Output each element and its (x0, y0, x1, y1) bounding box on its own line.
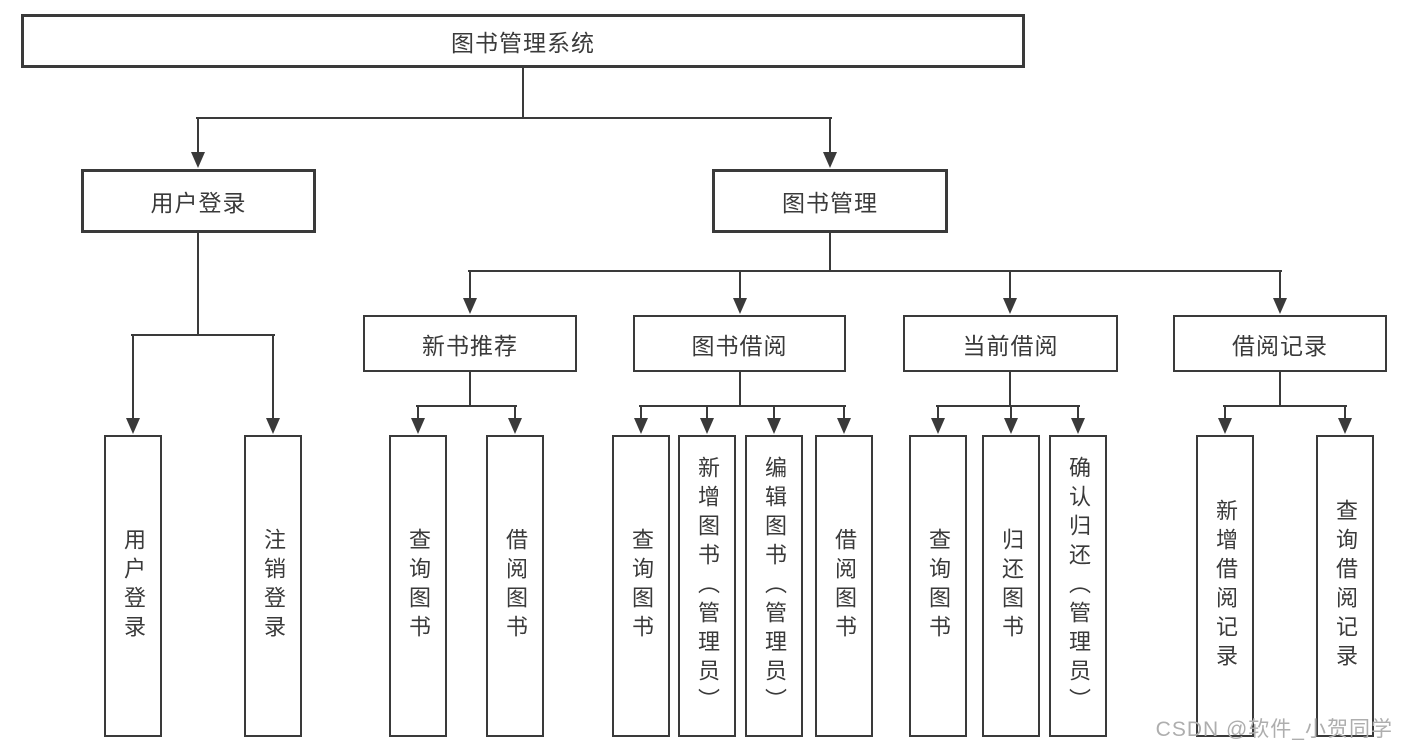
node-label: 图书管理 (782, 190, 878, 216)
leaf-query-books-borrow: 查询图书 (612, 435, 670, 737)
node-label: 用户登录 (150, 190, 247, 216)
node-label: 借阅记录 (1232, 332, 1328, 359)
leaf-label: 确认归还（管理员） (1066, 455, 1091, 717)
leaf-label: 查询图书 (406, 528, 431, 644)
leaf-borrow-books: 借阅图书 (815, 435, 873, 737)
node-label: 图书借阅 (691, 332, 788, 359)
leaf-confirm-return-admin: 确认归还（管理员） (1049, 435, 1107, 737)
leaf-borrow-books-recommend: 借阅图书 (486, 435, 544, 737)
leaf-label: 注销登录 (261, 528, 286, 644)
leaf-edit-book-admin: 编辑图书（管理员） (745, 435, 803, 737)
node-borrow-records: 借阅记录 (1173, 315, 1387, 372)
node-book-management: 图书管理 (712, 169, 948, 233)
leaf-add-borrow-record: 新增借阅记录 (1196, 435, 1254, 737)
leaf-user-login: 用户登录 (104, 435, 162, 737)
leaf-label: 借阅图书 (503, 528, 528, 644)
leaf-label: 编辑图书（管理员） (762, 455, 787, 717)
leaf-label: 借阅图书 (832, 528, 857, 644)
leaf-label: 新增图书（管理员） (695, 455, 720, 717)
node-current-borrow: 当前借阅 (903, 315, 1118, 372)
node-user-login: 用户登录 (81, 169, 316, 233)
leaf-label: 新增借阅记录 (1213, 499, 1238, 673)
node-label: 图书管理系统 (451, 30, 595, 56)
node-label: 新书推荐 (422, 332, 518, 359)
leaf-query-books-current: 查询图书 (909, 435, 967, 737)
node-new-book-recommend: 新书推荐 (363, 315, 577, 372)
leaf-label: 查询借阅记录 (1333, 499, 1358, 673)
node-book-borrow: 图书借阅 (633, 315, 846, 372)
leaf-label: 归还图书 (999, 528, 1024, 644)
leaf-query-books-recommend: 查询图书 (389, 435, 447, 737)
watermark: CSDN @软件_小贺同学 (1155, 718, 1393, 741)
leaf-label: 查询图书 (629, 528, 654, 644)
node-label: 当前借阅 (962, 332, 1059, 359)
arrowheads (126, 152, 1352, 434)
leaf-label: 查询图书 (926, 528, 951, 644)
leaf-logout: 注销登录 (244, 435, 302, 737)
node-library-management-system: 图书管理系统 (21, 14, 1025, 68)
leaf-add-book-admin: 新增图书（管理员） (678, 435, 736, 737)
leaf-return-book: 归还图书 (982, 435, 1040, 737)
leaf-query-borrow-record: 查询借阅记录 (1316, 435, 1374, 737)
leaf-label: 用户登录 (121, 528, 146, 644)
